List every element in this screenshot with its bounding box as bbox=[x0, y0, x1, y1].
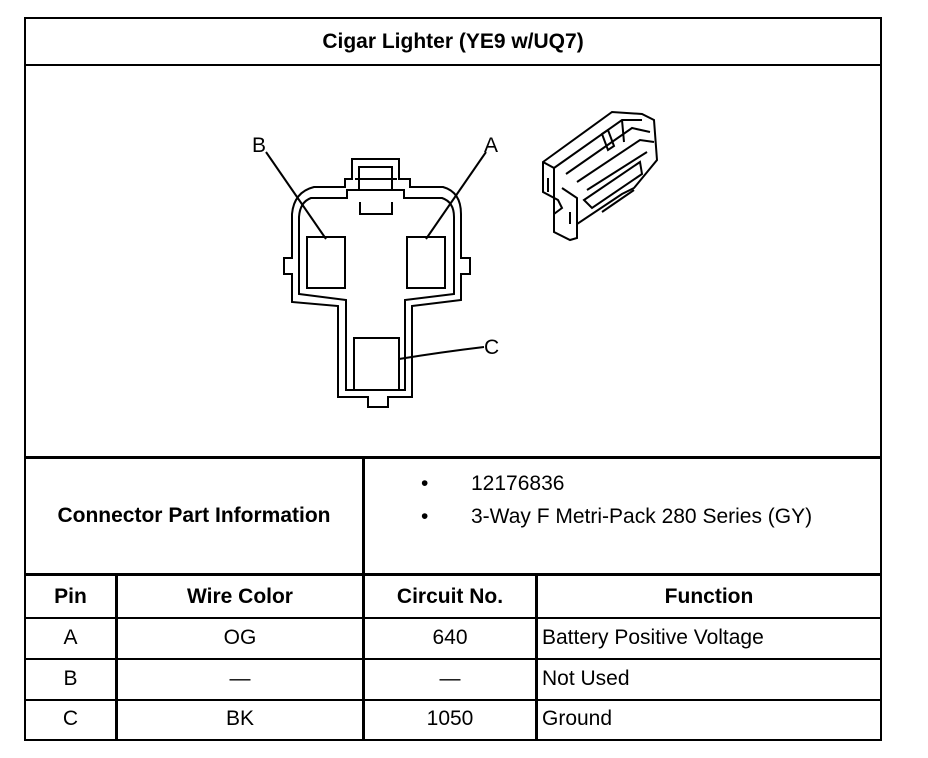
pin-label-a: A bbox=[484, 134, 498, 157]
cell-circuit-no: — bbox=[365, 658, 538, 699]
connector-info-label: Connector Part Information bbox=[26, 459, 365, 573]
cavity-b bbox=[306, 236, 346, 289]
connector-latch bbox=[355, 178, 397, 215]
pinout-table: Pin Wire Color Circuit No. Function A OG… bbox=[26, 576, 880, 739]
cell-pin: B bbox=[26, 658, 118, 699]
cell-pin: C bbox=[26, 699, 118, 739]
table-row: A OG 640 Battery Positive Voltage bbox=[26, 617, 880, 660]
leader-line-a bbox=[425, 151, 487, 240]
connector-info-list: • 12176836 • 3-Way F Metri-Pack 280 Seri… bbox=[365, 459, 880, 573]
connector-body-inner bbox=[298, 166, 455, 391]
table-row: B — — Not Used bbox=[26, 658, 880, 701]
connector-3d-view bbox=[542, 110, 659, 242]
leader-line-c bbox=[398, 346, 485, 360]
cell-pin: A bbox=[26, 617, 118, 658]
cell-wire-color: — bbox=[118, 658, 365, 699]
connector-table: Cigar Lighter (YE9 w/UQ7) B bbox=[24, 17, 882, 741]
pin-label-b: B bbox=[252, 134, 266, 157]
cavity-c bbox=[353, 337, 400, 391]
connector-body-outline bbox=[283, 158, 471, 408]
cell-function: Ground bbox=[542, 707, 613, 730]
header-pin: Pin bbox=[26, 576, 118, 617]
connector-info-row: Connector Part Information • 12176836 • … bbox=[26, 459, 880, 576]
cell-circuit-no: 1050 bbox=[365, 699, 538, 739]
cell-circuit-no: 640 bbox=[365, 617, 538, 658]
cell-wire-color: OG bbox=[118, 617, 365, 658]
cavity-a bbox=[406, 236, 446, 289]
cell-wire-color: BK bbox=[118, 699, 365, 739]
table-row: C BK 1050 Ground bbox=[26, 699, 880, 739]
cell-function: Battery Positive Voltage bbox=[542, 625, 764, 649]
table-header-row: Pin Wire Color Circuit No. Function bbox=[26, 576, 880, 619]
connector-diagram: B A C bbox=[26, 64, 880, 459]
list-item: • 3-Way F Metri-Pack 280 Series (GY) bbox=[365, 505, 880, 535]
bullet-icon: • bbox=[421, 472, 429, 495]
bullet-icon: • bbox=[421, 505, 429, 528]
pin-label-c: C bbox=[484, 336, 499, 359]
header-function: Function bbox=[664, 584, 754, 608]
part-number: 12176836 bbox=[471, 472, 565, 495]
page-title: Cigar Lighter (YE9 w/UQ7) bbox=[26, 19, 880, 66]
header-wire-color: Wire Color bbox=[118, 576, 365, 617]
header-circuit-no: Circuit No. bbox=[365, 576, 538, 617]
connector-series: 3-Way F Metri-Pack 280 Series (GY) bbox=[471, 505, 813, 528]
leader-line-b bbox=[265, 151, 327, 240]
list-item: • 12176836 bbox=[365, 472, 880, 502]
cell-function: Not Used bbox=[542, 666, 630, 690]
